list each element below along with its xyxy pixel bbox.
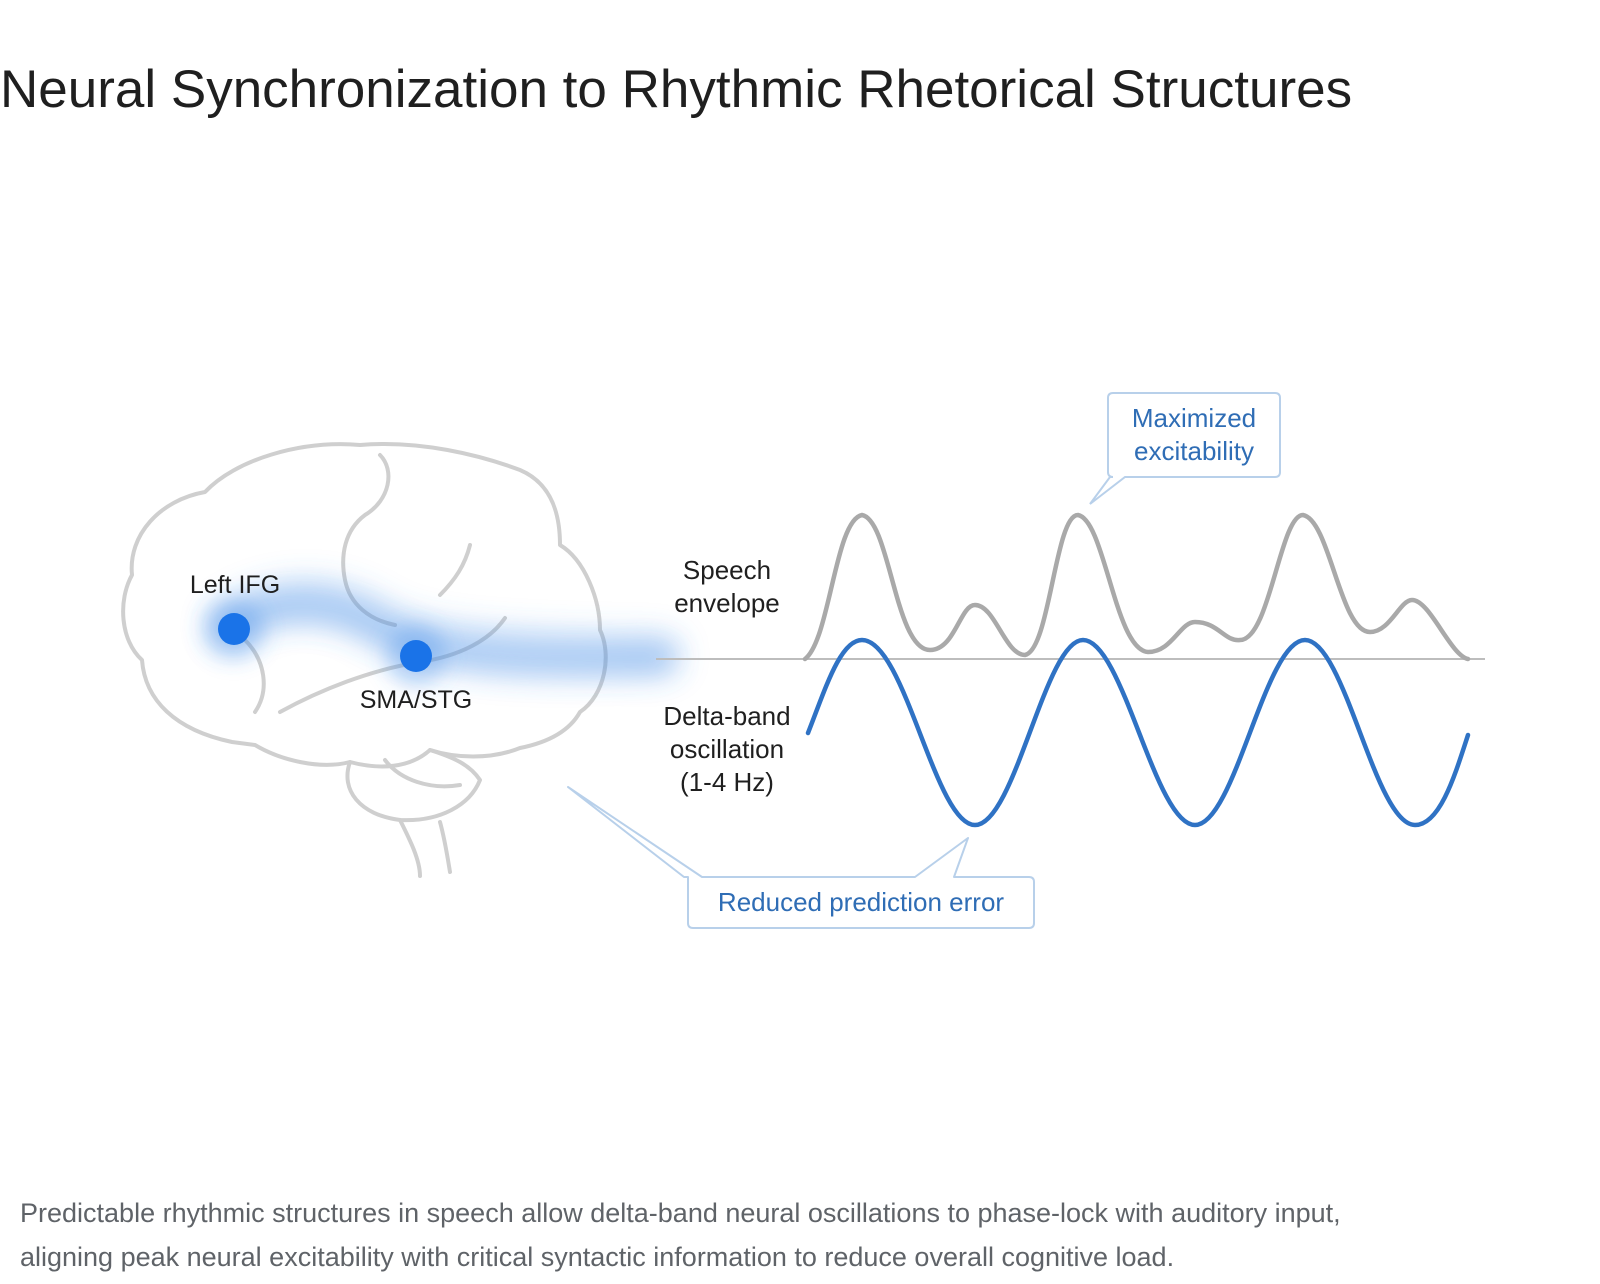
brain-sulcus-temporal-lower [383, 758, 462, 789]
delta-band-wave [805, 637, 1471, 828]
left-ifg-node [218, 613, 250, 645]
excitability-callout-line2: excitability [1134, 436, 1254, 466]
page-title: Neural Synchronization to Rhythmic Rheto… [0, 60, 1353, 119]
sma-stg-node [400, 640, 432, 672]
brain-cerebellum [345, 748, 482, 823]
speech-envelope-label-line1: Speech [683, 555, 771, 585]
figure-caption: Predictable rhythmic structures in speec… [20, 1191, 1520, 1279]
excitability-callout-line1: Maximized [1132, 403, 1256, 433]
prediction-error-callout: Reduced prediction error [567, 786, 1035, 929]
speech-envelope-label-line2: envelope [674, 588, 780, 618]
speech-envelope-wave [802, 512, 1471, 662]
sma-stg-label: SMA/STG [360, 686, 473, 714]
delta-band-label-line3: (1-4 Hz) [680, 767, 774, 797]
excitability-callout: Maximized excitability [1089, 392, 1281, 505]
brain-sulcus-temporal [438, 543, 472, 597]
prediction-error-callout-text: Reduced prediction error [718, 887, 1004, 917]
activation-pathway [204, 579, 681, 686]
figure-caption-line2: aligning peak neural excitability with c… [20, 1242, 1175, 1272]
figure-caption-line1: Predictable rhythmic structures in speec… [20, 1198, 1341, 1228]
delta-band-label-line2: oscillation [670, 734, 784, 764]
left-ifg-label: Left IFG [190, 571, 280, 599]
delta-band-label-line1: Delta-band [663, 701, 790, 731]
brain-stem [398, 818, 452, 878]
